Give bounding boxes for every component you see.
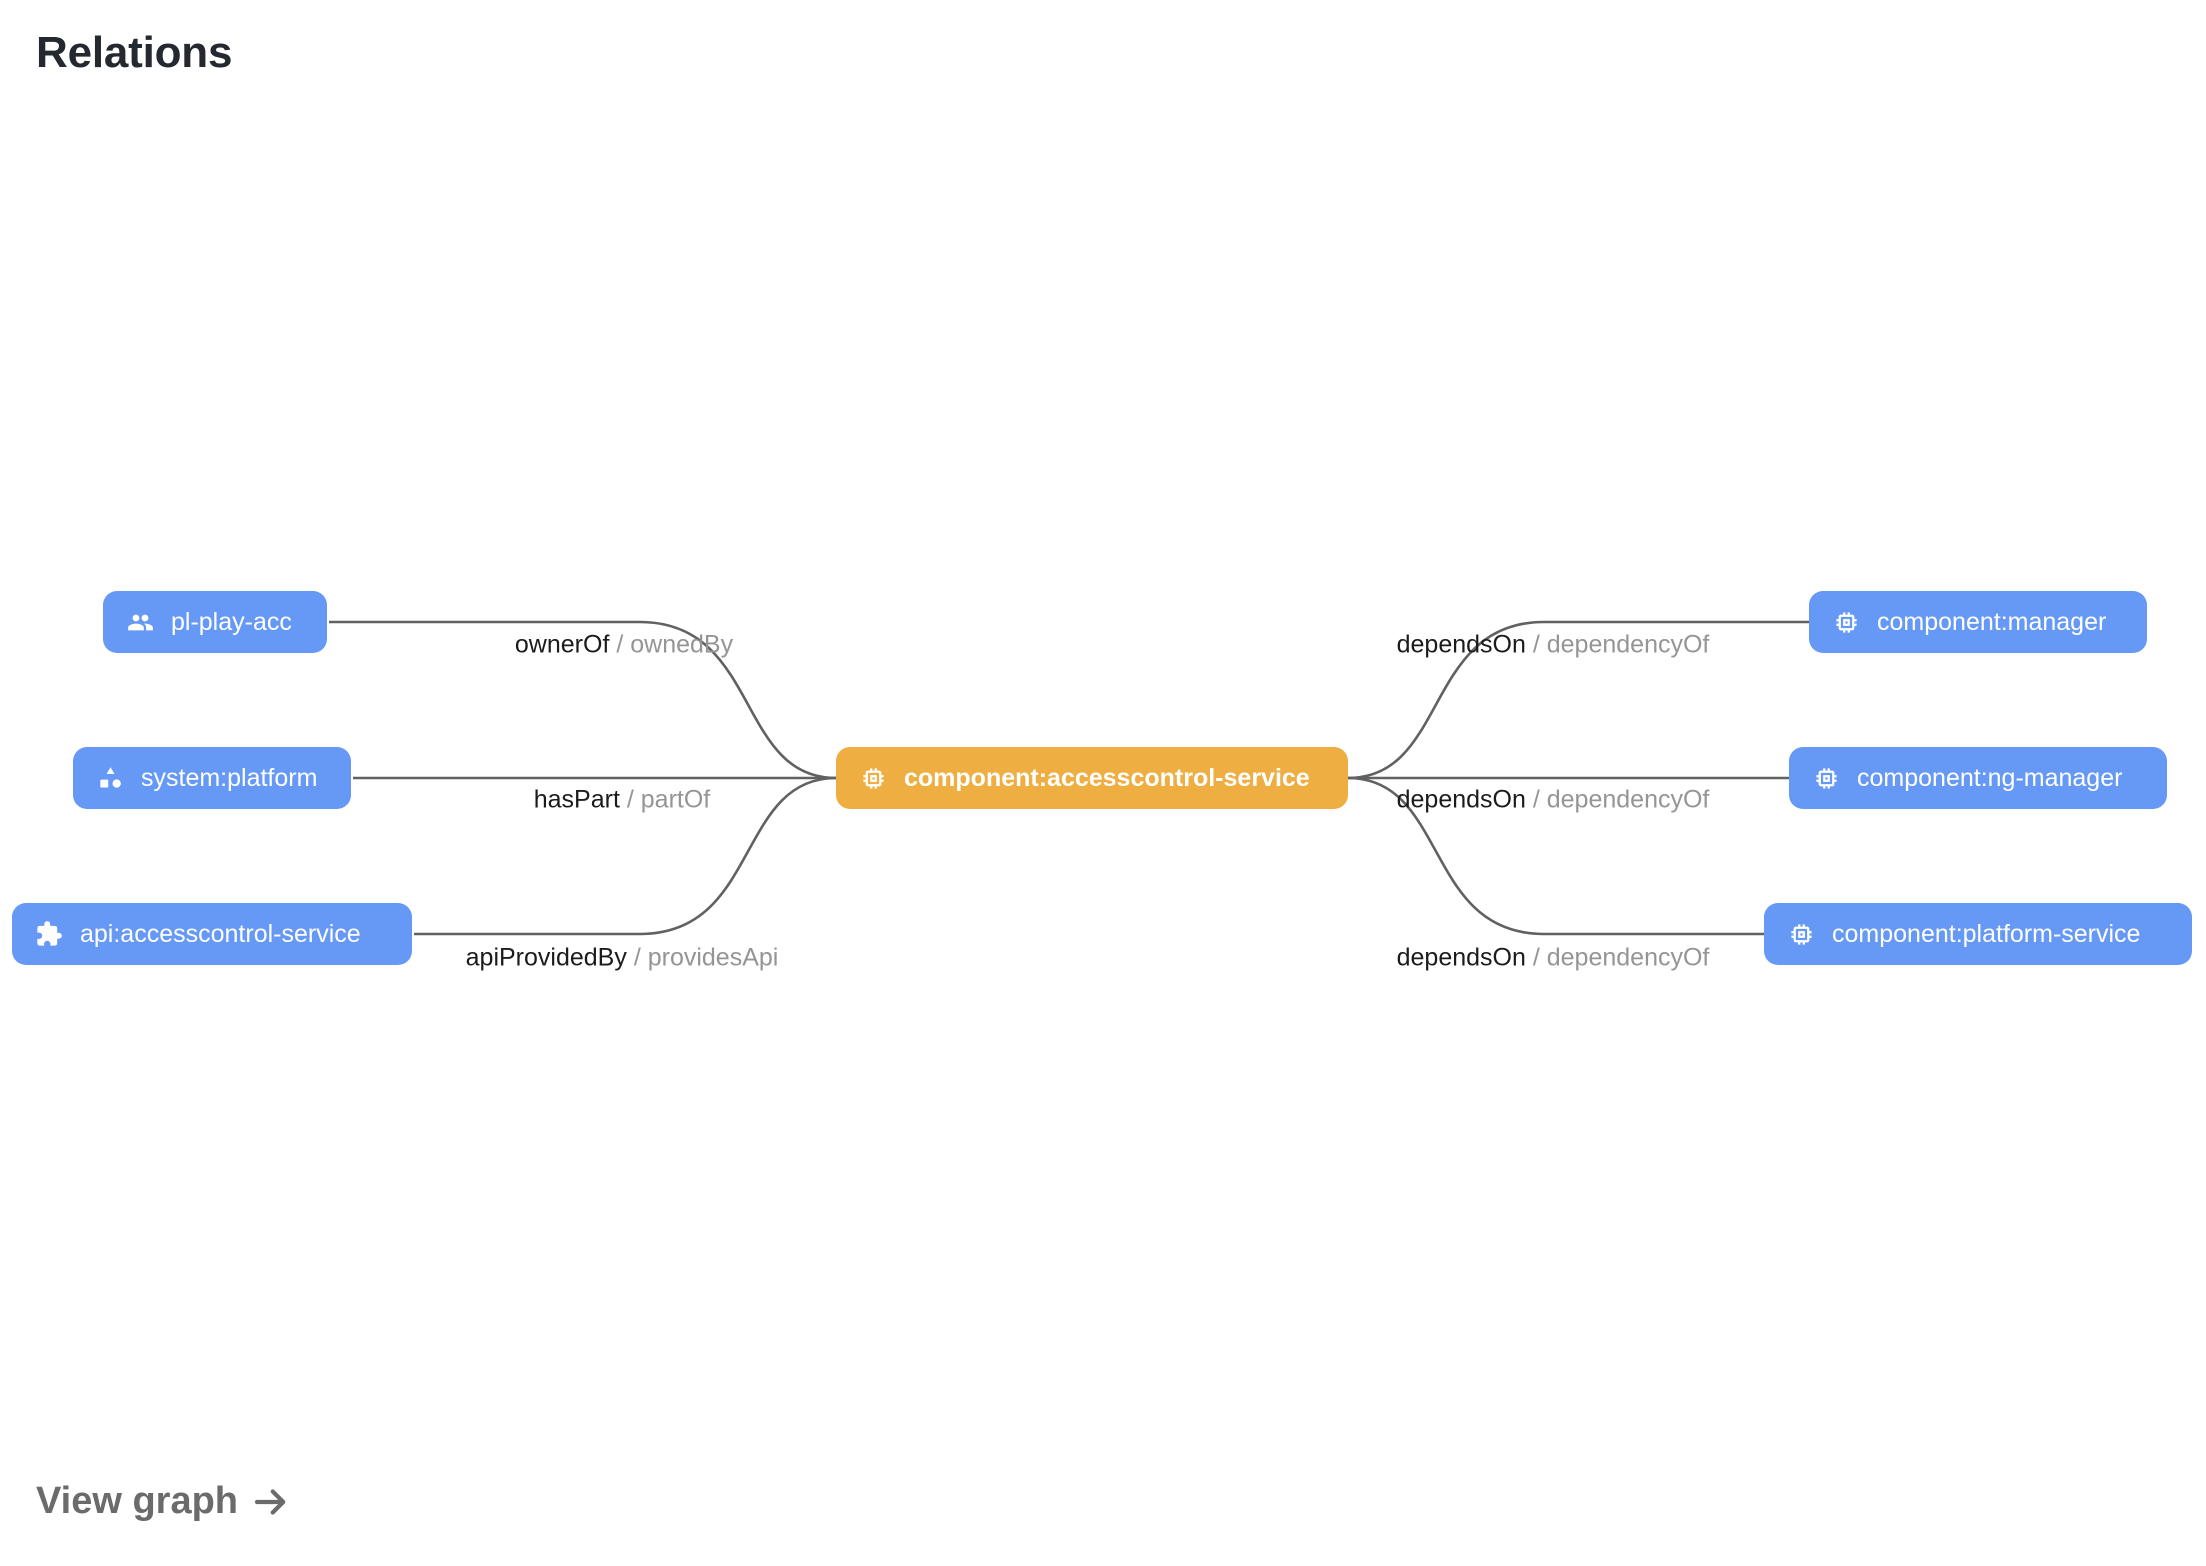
edge-label-separator: /	[1525, 785, 1547, 814]
edge-label-separator: /	[609, 630, 631, 659]
graph-node-label: component:ng-manager	[1857, 763, 2123, 792]
edge-label-forward: apiProvidedBy	[465, 943, 627, 972]
view-graph-link[interactable]: View graph	[36, 1480, 292, 1523]
page-title: Relations	[36, 28, 233, 77]
edge-label-separator: /	[1525, 943, 1547, 972]
edge-label-reverse: providesApi	[647, 943, 779, 972]
graph-node-label: pl-play-acc	[171, 607, 292, 636]
graph-node-system-platform[interactable]: system:platform	[73, 747, 351, 809]
graph-node-component-manager[interactable]: component:manager	[1809, 591, 2147, 653]
view-graph-label: View graph	[36, 1480, 239, 1522]
graph-node-component-platform-service[interactable]: component:platform-service	[1764, 903, 2192, 965]
graph-node-label: component:manager	[1877, 607, 2107, 636]
graph-node-component-accesscontrol-service[interactable]: component:accesscontrol-service	[836, 747, 1348, 809]
graph-node-label: component:accesscontrol-service	[904, 763, 1310, 792]
arrow-right-icon	[250, 1481, 292, 1523]
edge-label-reverse: ownedBy	[630, 630, 734, 659]
edge-label-separator: /	[619, 785, 641, 814]
puzzle-piece-icon	[34, 919, 64, 949]
edge-label-separator: /	[626, 943, 648, 972]
edge-label-forward: hasPart	[533, 785, 620, 814]
graph-node-label: system:platform	[141, 763, 318, 792]
memory-chip-icon	[1831, 607, 1861, 637]
edge-label-reverse: dependencyOf	[1546, 785, 1710, 814]
graph-node-label: component:platform-service	[1832, 919, 2141, 948]
edge-label-forward: dependsOn	[1396, 943, 1526, 972]
edge-label-forward: dependsOn	[1396, 630, 1526, 659]
memory-chip-icon	[1811, 763, 1841, 793]
graph-node-api-accesscontrol-service[interactable]: api:accesscontrol-service	[12, 903, 412, 965]
graph-node-pl-play-acc[interactable]: pl-play-acc	[103, 591, 327, 653]
edge-label-reverse: dependencyOf	[1546, 943, 1710, 972]
edge-label-hasPart: hasPart / partOf	[533, 785, 711, 814]
edge-label-forward: ownerOf	[514, 630, 610, 659]
edge-label-apiProvidedBy: apiProvidedBy / providesApi	[465, 943, 779, 972]
edge-label-dependsOn-ng-manager: dependsOn / dependencyOf	[1396, 785, 1710, 814]
graph-node-label: api:accesscontrol-service	[80, 919, 361, 948]
memory-chip-icon	[1786, 919, 1816, 949]
edge-label-forward: dependsOn	[1396, 785, 1526, 814]
category-shapes-icon	[95, 763, 125, 793]
edge-label-ownerOf: ownerOf / ownedBy	[514, 630, 734, 659]
edge-label-reverse: partOf	[640, 785, 711, 814]
graph-node-component-ng-manager[interactable]: component:ng-manager	[1789, 747, 2167, 809]
memory-chip-icon	[858, 763, 888, 793]
edge-label-dependsOn-platform-service: dependsOn / dependencyOf	[1396, 943, 1710, 972]
edge-label-separator: /	[1525, 630, 1547, 659]
edge-label-dependsOn-manager: dependsOn / dependencyOf	[1396, 630, 1710, 659]
group-people-icon	[125, 607, 155, 637]
edge-label-reverse: dependencyOf	[1546, 630, 1710, 659]
